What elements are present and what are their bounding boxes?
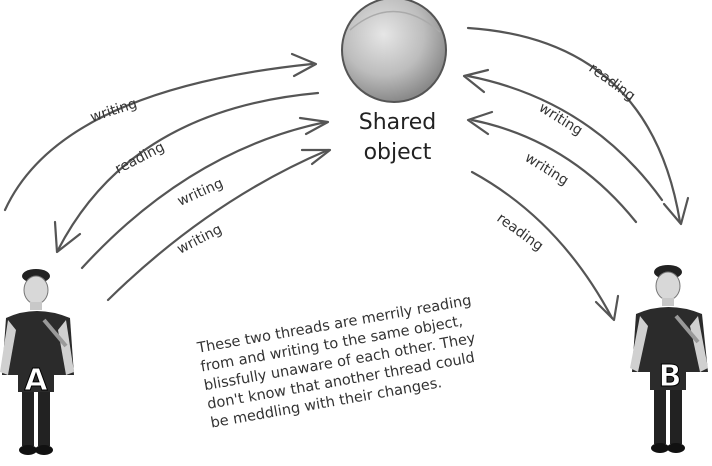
label-b-reading-1: reading [586,60,638,104]
shared-object-sphere [341,0,447,103]
arrow-b-writing-1 [466,74,664,202]
arrow-a-writing-3-head [300,148,332,166]
thread-a-label: A [24,363,48,398]
label-a-writing-1: writing [88,96,139,126]
arrow-b-reading-2 [470,170,614,320]
shared-object-label: Shared object [330,108,465,168]
label-a-writing-3: writing [175,221,225,257]
person-a [0,269,74,455]
label-b-reading-2: reading [494,210,546,254]
arrow-a-reading-head [53,220,82,254]
thread-b-label: B [659,359,682,394]
arrow-a-writing-3 [106,148,330,302]
shared-object-label-line2: object [363,140,432,165]
label-a-reading: reading [113,139,168,177]
arrow-b-reading-1-head [662,196,690,226]
arrow-b-writing-2 [470,118,638,224]
arrow-b-reading-2-head [594,294,620,322]
shared-object-label-line1: Shared [358,110,437,135]
arrow-b-writing-2-head [466,110,494,136]
arrow-b-writing-1-head [462,68,490,94]
arrow-a-writing-2-head [298,116,330,136]
person-b [630,265,708,453]
arrow-a-writing-1 [3,62,314,212]
arrow-b-reading-1 [466,26,682,224]
arrow-a-reading [56,91,320,252]
arrow-a-writing-2 [80,120,328,270]
arrow-a-writing-1-head [290,52,318,78]
